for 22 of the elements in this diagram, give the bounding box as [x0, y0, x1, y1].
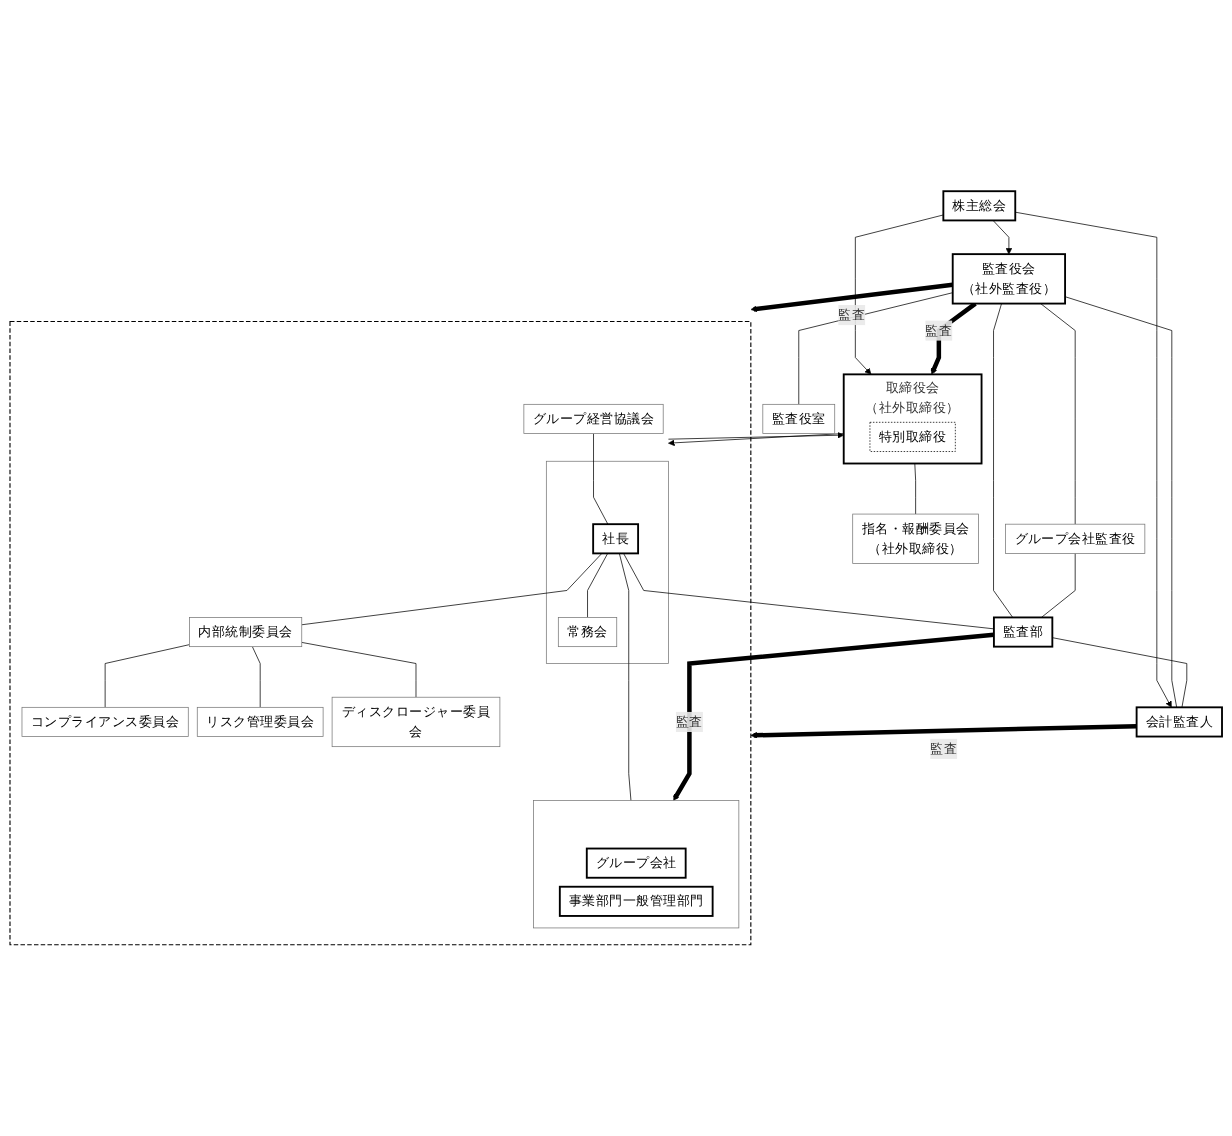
connector	[587, 553, 609, 618]
connector	[252, 646, 261, 708]
cluster	[533, 800, 740, 929]
connector	[1051, 637, 1188, 708]
connector	[301, 642, 417, 698]
connector	[618, 553, 632, 801]
connector	[993, 303, 1014, 618]
connector	[914, 463, 916, 515]
arrow	[673, 632, 995, 801]
cluster	[9, 321, 752, 946]
connector	[1041, 553, 1076, 618]
connector	[1064, 296, 1178, 708]
arrow	[750, 282, 953, 313]
connector	[1040, 303, 1076, 525]
connector	[104, 644, 190, 708]
arrow	[750, 723, 1137, 739]
connector	[593, 433, 609, 525]
cluster	[545, 460, 669, 664]
connector	[623, 553, 995, 630]
connector	[301, 553, 603, 626]
arrow	[930, 301, 977, 375]
connector	[798, 292, 954, 405]
